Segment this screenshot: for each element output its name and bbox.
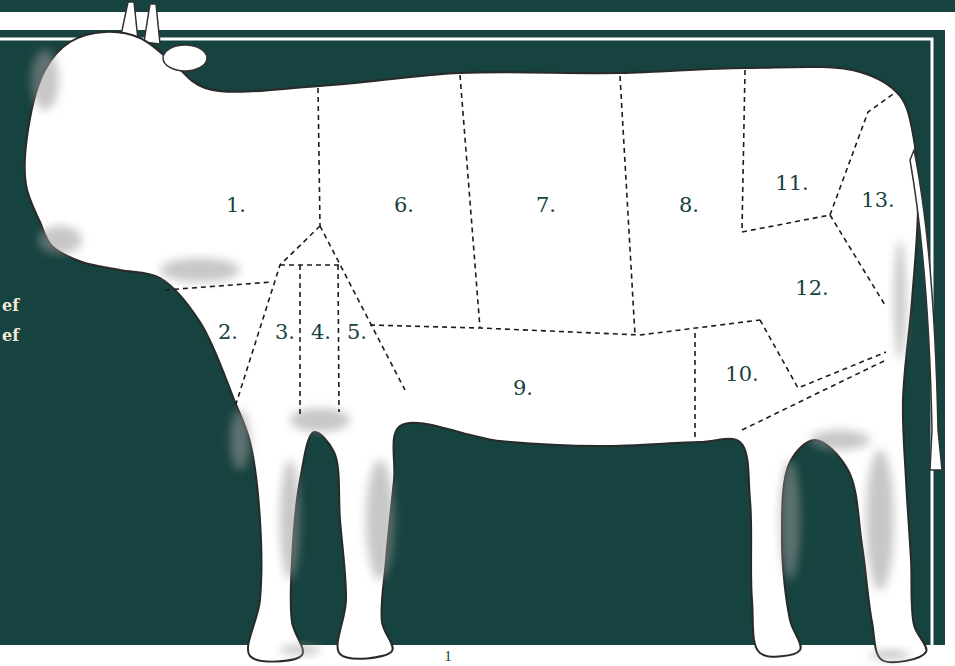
hide-shading [160,258,240,282]
cut-line [236,226,320,404]
hide-shading [894,240,906,360]
cut-line [830,92,896,215]
callout-number: 5. [345,322,369,343]
hide-shading [290,408,350,432]
cut-line [620,76,635,335]
legend-fragment: ef [2,298,19,314]
ear [163,45,207,71]
hide-shading [38,226,82,254]
tail [910,150,942,470]
cut-line [320,226,405,390]
callout-number: 10. [723,364,760,385]
callout-number: 11. [773,173,810,194]
cut-line [830,215,885,305]
callout-number: 9. [511,378,535,399]
hide-shading [366,460,394,580]
legend-fragment: ef [2,328,19,344]
hide-shading [810,430,870,450]
cut-line [338,265,339,412]
hide-shading [31,50,59,110]
page-number: 1 [444,649,452,664]
cut-line [299,265,301,418]
cut-line [760,320,886,388]
callout-number: 6. [392,195,416,216]
hide-shading [230,410,250,470]
callout-number: 4. [309,322,333,343]
hide-shading [780,460,800,580]
hide-shading [280,460,300,580]
cut-line [165,282,272,290]
horn [144,4,160,44]
cut-line [318,88,320,226]
hide-shading [280,645,320,655]
cut-line [280,264,342,266]
callout-number: 12. [793,278,830,299]
callout-number: 3. [273,322,297,343]
callout-number: 13. [859,190,896,211]
callout-number: 7. [534,195,558,216]
callout-number: 8. [677,195,701,216]
cut-line [742,215,830,232]
top-bar [0,0,955,12]
cut-line [742,360,886,430]
cow-body [25,32,927,662]
cut-line [370,320,760,335]
cut-line [742,70,745,230]
callout-number: 2. [216,322,240,343]
cut-line [460,75,480,328]
callout-number: 1. [224,195,248,216]
hide-shading [870,650,910,660]
hide-shading [866,450,894,590]
cut-line [694,333,696,440]
